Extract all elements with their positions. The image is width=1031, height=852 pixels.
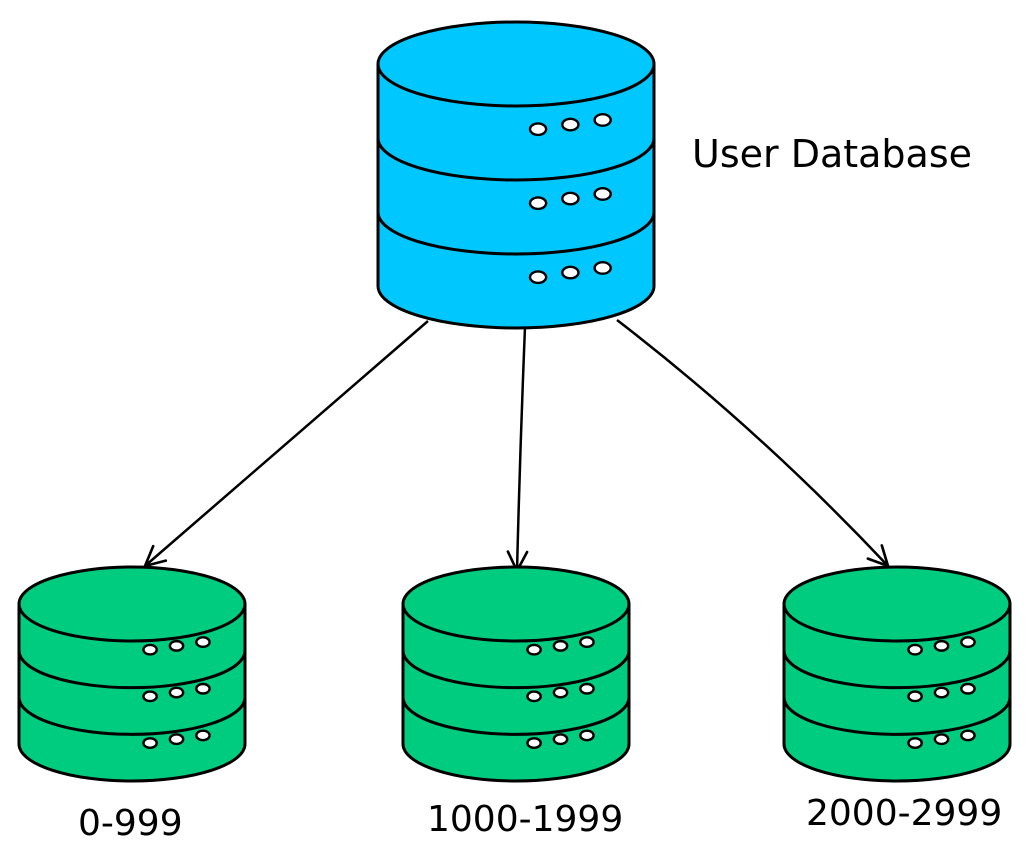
arrow-to-shard-2: [506, 326, 529, 573]
primary-database-icon: [376, 20, 656, 330]
arrow-to-shard-1: [143, 320, 429, 568]
primary-database-label: User Database: [692, 132, 973, 176]
shard-database-icon: [17, 565, 247, 783]
shard-label: 1000-1999: [427, 799, 624, 840]
shard-database-icon: [401, 565, 631, 783]
arrow-to-shard-3: [616, 319, 890, 568]
shard-database-icon: [782, 565, 1012, 783]
shard-label: 0-999: [78, 803, 183, 844]
arrows: [143, 319, 890, 573]
shard-label: 2000-2999: [806, 793, 1003, 834]
